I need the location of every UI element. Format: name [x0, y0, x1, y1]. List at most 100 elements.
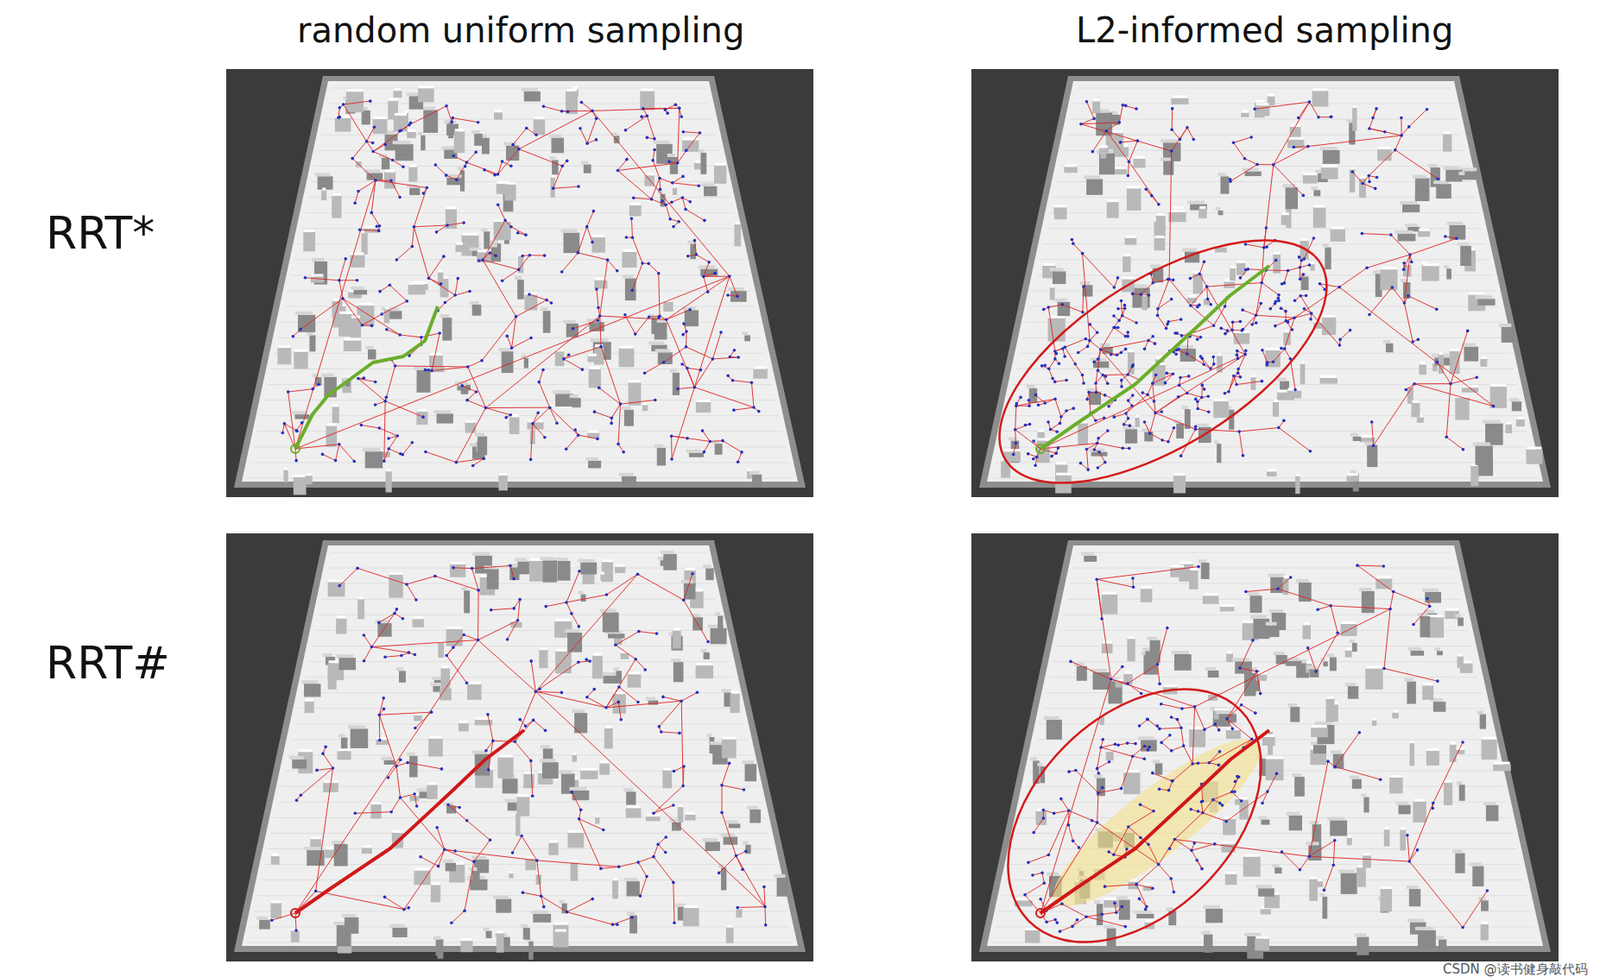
tree-edge	[1089, 332, 1098, 341]
obstacle-top	[1122, 276, 1133, 279]
tree-node	[623, 313, 627, 317]
tree-edge	[339, 280, 343, 299]
obstacle-top	[561, 229, 578, 234]
tree-node	[702, 219, 707, 223]
tree-edge	[1201, 358, 1211, 369]
tree-node	[1254, 314, 1259, 318]
obstacle-top	[753, 366, 766, 369]
tree-node	[646, 262, 651, 266]
obstacle-block	[524, 91, 541, 102]
obstacle-top	[1411, 400, 1419, 404]
obstacle-block	[1379, 269, 1398, 291]
tree-edge	[360, 424, 380, 429]
obstacle-top	[295, 311, 313, 316]
obstacle-top	[1288, 137, 1304, 140]
tree-edge	[1168, 319, 1182, 323]
tree-node	[571, 327, 576, 331]
obstacle-block	[420, 135, 425, 151]
tree-node	[496, 202, 500, 207]
tree-edge	[1311, 313, 1341, 346]
tree-edge	[1195, 429, 1240, 432]
tree-node	[1373, 187, 1378, 191]
obstacle-top	[549, 156, 556, 160]
obstacle-block	[343, 340, 362, 352]
tree-node	[676, 220, 681, 224]
obstacle-top	[350, 286, 365, 291]
tree-edge	[295, 180, 376, 450]
obstacle-block	[752, 474, 762, 488]
tree-edge	[512, 337, 532, 348]
tree-node	[726, 293, 730, 298]
tree-node	[1292, 145, 1297, 150]
tree-node	[1298, 265, 1303, 270]
obstacle-top	[1303, 172, 1317, 176]
tree-node	[1176, 347, 1181, 352]
tree-node	[1393, 148, 1398, 152]
tree-node	[508, 413, 513, 418]
tree-node	[1402, 261, 1406, 266]
tree-node	[1105, 129, 1109, 133]
tree-node	[1273, 324, 1278, 329]
tree-edge	[389, 284, 407, 302]
tree-node	[500, 159, 505, 164]
tree-node	[688, 308, 692, 312]
tree-edge	[1016, 405, 1030, 407]
tree-node	[1273, 302, 1278, 306]
tree-node	[1064, 409, 1069, 413]
tree-node	[1241, 328, 1246, 332]
tree-node	[303, 276, 308, 280]
floor-grid	[1029, 306, 1499, 308]
tree-edge	[600, 259, 608, 317]
tree-edge	[592, 110, 730, 277]
obstacle-block	[700, 269, 718, 277]
tree-edge	[1261, 283, 1279, 296]
tree-node	[544, 298, 549, 303]
tree-node	[1154, 373, 1158, 378]
tree-node	[1056, 446, 1061, 450]
tree-edge	[518, 149, 563, 167]
tree-node	[1259, 302, 1264, 306]
tree-node	[471, 464, 475, 468]
obstacle-block	[1321, 317, 1336, 336]
obstacle-top	[505, 182, 515, 185]
tree-node	[1292, 316, 1297, 320]
tree-edge	[1128, 161, 1158, 205]
obstacle-block	[491, 243, 502, 262]
tree-edge	[1199, 261, 1204, 274]
tree-node	[1113, 285, 1117, 290]
tree-edge	[384, 401, 386, 462]
obstacle-block	[629, 205, 642, 217]
obstacle-block	[588, 461, 601, 469]
obstacle-top	[1347, 473, 1359, 476]
obstacle-block	[624, 410, 634, 427]
tree-node	[1049, 428, 1053, 432]
tree-edge	[1127, 161, 1129, 176]
tree-edge	[1409, 109, 1428, 127]
tree-node	[688, 200, 692, 204]
tree-edge	[1082, 253, 1090, 342]
obstacle-block	[1281, 215, 1291, 226]
obstacle-top	[701, 183, 715, 187]
tree-node	[378, 426, 382, 431]
obstacle-top	[1056, 473, 1071, 476]
tree-node	[338, 115, 342, 120]
obstacle-top	[1360, 435, 1374, 438]
tree-node	[1053, 397, 1057, 401]
tree-edge	[452, 118, 478, 123]
obstacle-top	[1049, 267, 1063, 272]
tree-node	[585, 225, 589, 229]
obstacle-block	[1052, 271, 1066, 285]
floor-grid	[992, 478, 1538, 480]
tree-edge	[373, 144, 386, 152]
tree-node	[727, 274, 732, 279]
tree-node	[711, 357, 715, 361]
tree-node	[334, 459, 338, 463]
obstacle-block	[1142, 296, 1148, 310]
tree-edge	[446, 175, 457, 180]
tree-node	[337, 442, 342, 447]
tree-node	[1200, 396, 1204, 400]
tree-node	[1318, 282, 1322, 286]
obstacle-top	[1359, 176, 1366, 179]
obstacle-top	[1267, 468, 1277, 472]
tree-node	[555, 421, 559, 425]
